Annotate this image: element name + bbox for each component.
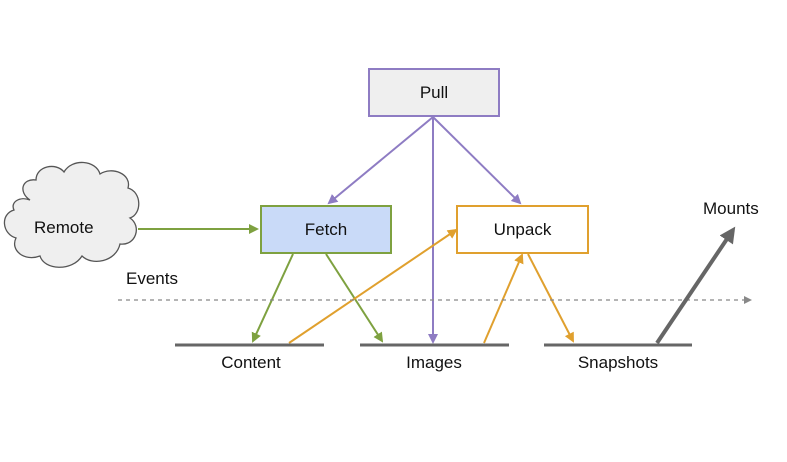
remote-label: Remote bbox=[34, 218, 94, 237]
fetch-node: Fetch bbox=[260, 205, 392, 254]
content-store-label: Content bbox=[221, 353, 281, 372]
edge-fetch-images bbox=[325, 253, 384, 343]
edge-content-unpack bbox=[288, 228, 458, 344]
events-label: Events bbox=[126, 269, 178, 288]
edge-pull-unpack bbox=[432, 116, 522, 205]
snapshots-store-label: Snapshots bbox=[577, 353, 659, 372]
mounts-label: Mounts bbox=[703, 199, 759, 218]
edge-images-unpack bbox=[483, 253, 524, 344]
unpack-label: Unpack bbox=[493, 219, 552, 239]
edge-unpack-snapshots bbox=[527, 253, 574, 343]
pull-node: Pull bbox=[368, 68, 500, 117]
edge-fetch-content bbox=[251, 253, 294, 343]
edge-pull-fetch bbox=[327, 116, 434, 205]
unpack-node: Unpack bbox=[456, 205, 589, 254]
fetch-label: Fetch bbox=[304, 219, 348, 239]
edge-snapshots-mounts bbox=[655, 226, 736, 345]
pull-label: Pull bbox=[419, 82, 449, 102]
images-store-label: Images bbox=[406, 353, 462, 372]
remote-cloud bbox=[3, 161, 140, 268]
